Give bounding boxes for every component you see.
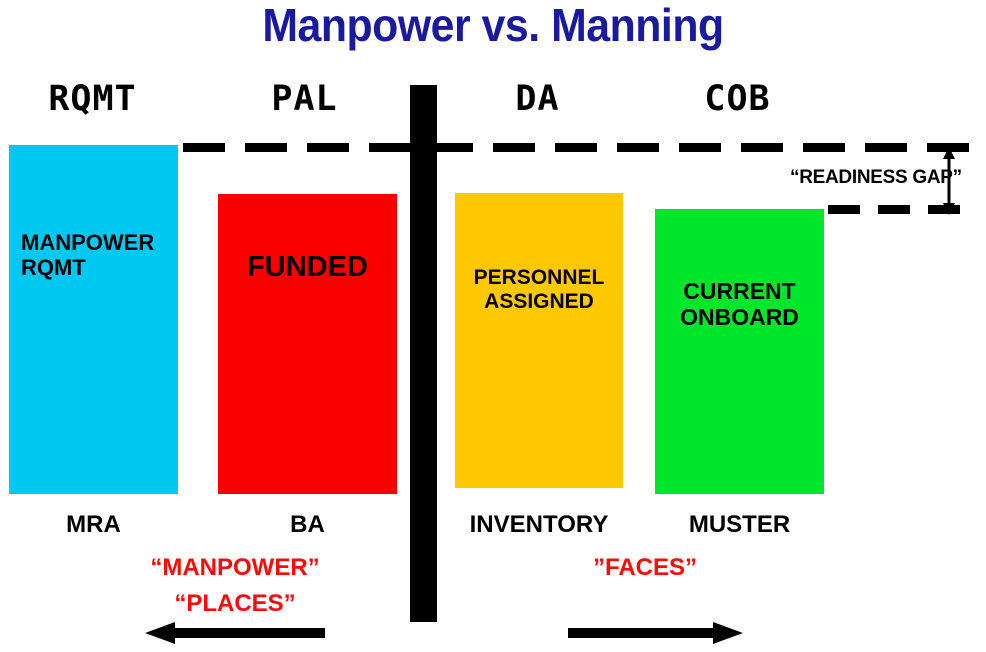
source-label-mra: MRA	[66, 511, 121, 538]
source-label-ba: BA	[290, 511, 325, 538]
manpower-manning-divider	[410, 85, 437, 622]
source-label-muster: MUSTER	[688, 511, 791, 538]
onboard-level-dashed-line	[828, 205, 974, 214]
bar-manpower-rqmt: MANPOWER RQMT	[9, 145, 178, 494]
source-label-inventory: INVENTORY	[469, 511, 609, 538]
arrow-right-icon	[568, 622, 743, 644]
bar-label-manpower-rqmt: MANPOWER RQMT	[21, 230, 155, 280]
caption-faces: ”FACES”	[592, 554, 697, 581]
bar-label-current-onboard: CURRENT ONBOARD	[680, 278, 799, 330]
arrow-left-icon	[145, 622, 325, 644]
column-header-pal: PAL	[271, 79, 338, 119]
column-header-cob: COB	[704, 79, 771, 119]
column-header-rqmt: RQMT	[48, 79, 137, 119]
column-header-da: DA	[515, 79, 560, 119]
readiness-gap-double-arrow-icon	[943, 147, 955, 215]
bar-funded: FUNDED	[218, 194, 397, 494]
requirement-level-dashed-line	[183, 143, 974, 152]
bar-personnel-assigned: PERSONNEL ASSIGNED	[455, 193, 623, 488]
page-title: Manpower vs. Manning	[262, 0, 724, 51]
bar-current-onboard: CURRENT ONBOARD	[655, 209, 824, 494]
caption-places: “PLACES”	[174, 590, 296, 617]
bar-label-personnel-assigned: PERSONNEL ASSIGNED	[473, 266, 605, 313]
bar-label-funded: FUNDED	[247, 251, 368, 283]
readiness-gap-label: “READINESS GAP”	[790, 167, 962, 188]
caption-manpower: “MANPOWER”	[150, 554, 320, 581]
